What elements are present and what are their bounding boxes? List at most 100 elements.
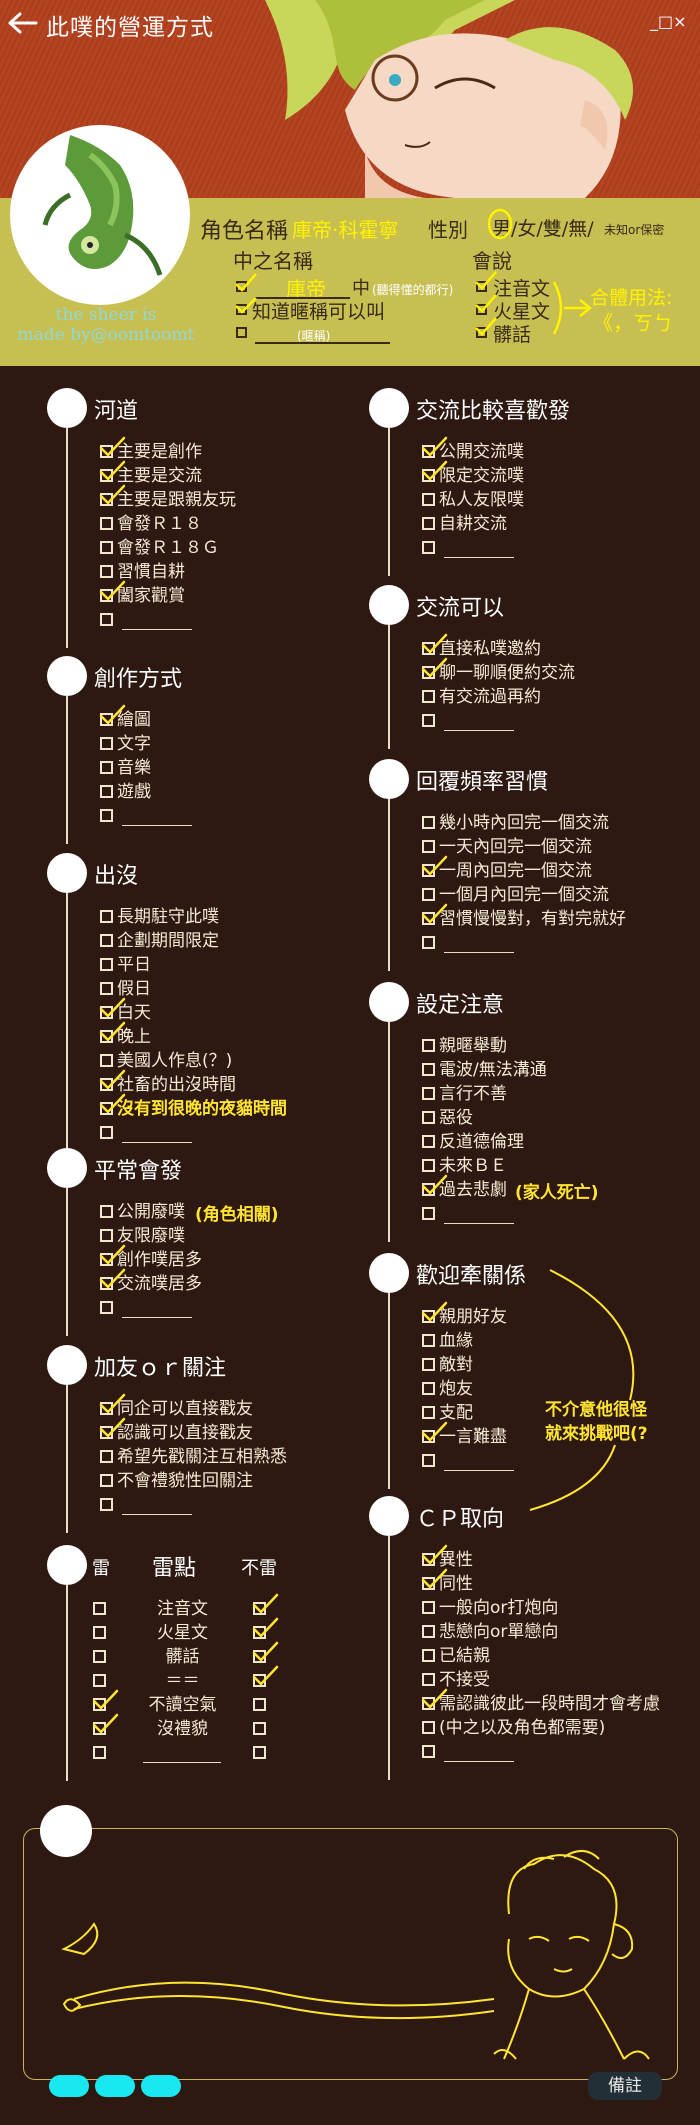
checkbox[interactable] (422, 1454, 435, 1467)
tab-pill-3[interactable] (141, 2075, 181, 2097)
speak-checkbox-2[interactable] (476, 304, 487, 315)
check-mark-icon (99, 1093, 126, 1114)
checkbox[interactable] (100, 910, 113, 923)
section-timeline (66, 428, 68, 648)
section-title: 交流可以 (416, 596, 505, 621)
checkbox[interactable] (422, 888, 435, 901)
checkbox[interactable] (93, 1674, 106, 1687)
checkbox[interactable] (422, 541, 435, 554)
checklist-item-label: 習慣自耕 (117, 562, 185, 582)
checkbox[interactable] (100, 541, 113, 554)
gender-options: 男/女/雙/無/ (492, 218, 594, 240)
checkbox[interactable] (100, 613, 113, 626)
checkbox[interactable] (422, 816, 435, 829)
checkbox[interactable] (422, 517, 435, 530)
char-name-label: 角色名稱 (200, 219, 289, 244)
checkbox[interactable] (100, 982, 113, 995)
checkbox[interactable] (93, 1602, 106, 1615)
cn-checkbox-3[interactable] (236, 327, 247, 338)
checkbox[interactable] (100, 1301, 113, 1314)
checklist-item-label: 炮友 (439, 1379, 473, 1399)
checkbox[interactable] (253, 1698, 266, 1711)
checklist-item-label: 一個月內回完一個交流 (439, 885, 609, 905)
checkbox[interactable] (100, 809, 113, 822)
checkbox[interactable] (93, 1626, 106, 1639)
dislike-item-label: 沒禮貌 (157, 1719, 208, 1739)
dislike-item: 注音文 (120, 1597, 245, 1621)
checklist-item-label: 白天 (117, 1003, 151, 1023)
tab-pill-1[interactable] (49, 2075, 89, 2097)
check-mark-icon (421, 1421, 448, 1442)
check-mark-icon (99, 484, 126, 505)
checkbox[interactable] (253, 1722, 266, 1735)
checkbox[interactable] (422, 1673, 435, 1686)
speak-checkbox-1[interactable] (476, 281, 487, 292)
checkbox[interactable] (100, 934, 113, 947)
checklist-item-label: 創作噗居多 (117, 1250, 202, 1270)
checkbox[interactable] (100, 517, 113, 530)
checkbox[interactable] (100, 1126, 113, 1139)
checkbox[interactable] (422, 840, 435, 853)
checkbox[interactable] (422, 1159, 435, 1172)
checklist-item-label: 反道德倫理 (439, 1132, 524, 1152)
checkbox[interactable] (93, 1746, 106, 1759)
checkbox[interactable] (100, 737, 113, 750)
window-controls[interactable]: _□× (650, 12, 687, 31)
gender-label: 性別 (428, 218, 468, 242)
checkbox[interactable] (422, 1649, 435, 1662)
checkbox[interactable] (422, 1721, 435, 1734)
checkbox[interactable] (422, 1039, 435, 1052)
checkbox[interactable] (422, 936, 435, 949)
checkbox[interactable] (93, 1650, 106, 1663)
back-arrow-icon[interactable] (6, 8, 40, 38)
checkbox[interactable] (422, 1358, 435, 1371)
checkbox[interactable] (422, 1135, 435, 1148)
check-mark-icon (421, 855, 448, 876)
checkbox[interactable] (422, 1382, 435, 1395)
check-mark-icon (421, 903, 448, 924)
checkbox[interactable] (100, 1498, 113, 1511)
checklist-item-label: 希望先戳關注互相熟悉 (117, 1447, 287, 1467)
checkbox[interactable] (422, 1334, 435, 1347)
tab-pill-2[interactable] (95, 2075, 135, 2097)
cn-option-3-note: (暱稱) (297, 329, 331, 343)
checkbox[interactable] (422, 1111, 435, 1124)
checkbox[interactable] (100, 1229, 113, 1242)
checklist-item-label: 同性 (439, 1574, 473, 1594)
annotation-note: (家人死亡) (515, 1183, 599, 1203)
checkbox[interactable] (100, 1474, 113, 1487)
checkbox[interactable] (422, 1087, 435, 1100)
bottom-section-marker (40, 1805, 92, 1857)
section-title: 創作方式 (94, 667, 183, 692)
section-title: 河道 (94, 399, 139, 424)
checklist-item-label: 闔家觀賞 (117, 586, 185, 606)
notes-button[interactable]: 備註 (588, 2072, 662, 2100)
checkbox[interactable] (100, 761, 113, 774)
char-name-value: 庫帝‧科霍寧 (292, 218, 399, 242)
checkbox[interactable] (253, 1746, 266, 1759)
checklist-item-label: 一般向or打炮向 (439, 1598, 559, 1618)
checkbox[interactable] (422, 493, 435, 506)
bottom-notes-panel (23, 1828, 678, 2080)
checkbox[interactable] (422, 1625, 435, 1638)
checkbox[interactable] (100, 565, 113, 578)
check-mark-icon (99, 460, 126, 481)
checkbox[interactable] (100, 1054, 113, 1067)
checkbox[interactable] (422, 714, 435, 727)
checkbox[interactable] (422, 1745, 435, 1758)
speak-checkbox-3[interactable] (476, 327, 487, 338)
checkbox[interactable] (100, 1450, 113, 1463)
checkbox[interactable] (100, 958, 113, 971)
checkbox[interactable] (422, 1601, 435, 1614)
blank-line (444, 1470, 514, 1471)
checkbox[interactable] (422, 1207, 435, 1220)
checkbox[interactable] (100, 785, 113, 798)
checkbox[interactable] (422, 1063, 435, 1076)
checkbox[interactable] (100, 1205, 113, 1218)
speak-option-2: 火星文 (493, 301, 551, 323)
section-title: 交流比較喜歡發 (416, 399, 571, 424)
checklist-item-label: 公開廢噗 (117, 1202, 185, 1222)
checkbox[interactable] (422, 1406, 435, 1419)
checkbox[interactable] (422, 690, 435, 703)
speak-check-marks (475, 271, 497, 336)
